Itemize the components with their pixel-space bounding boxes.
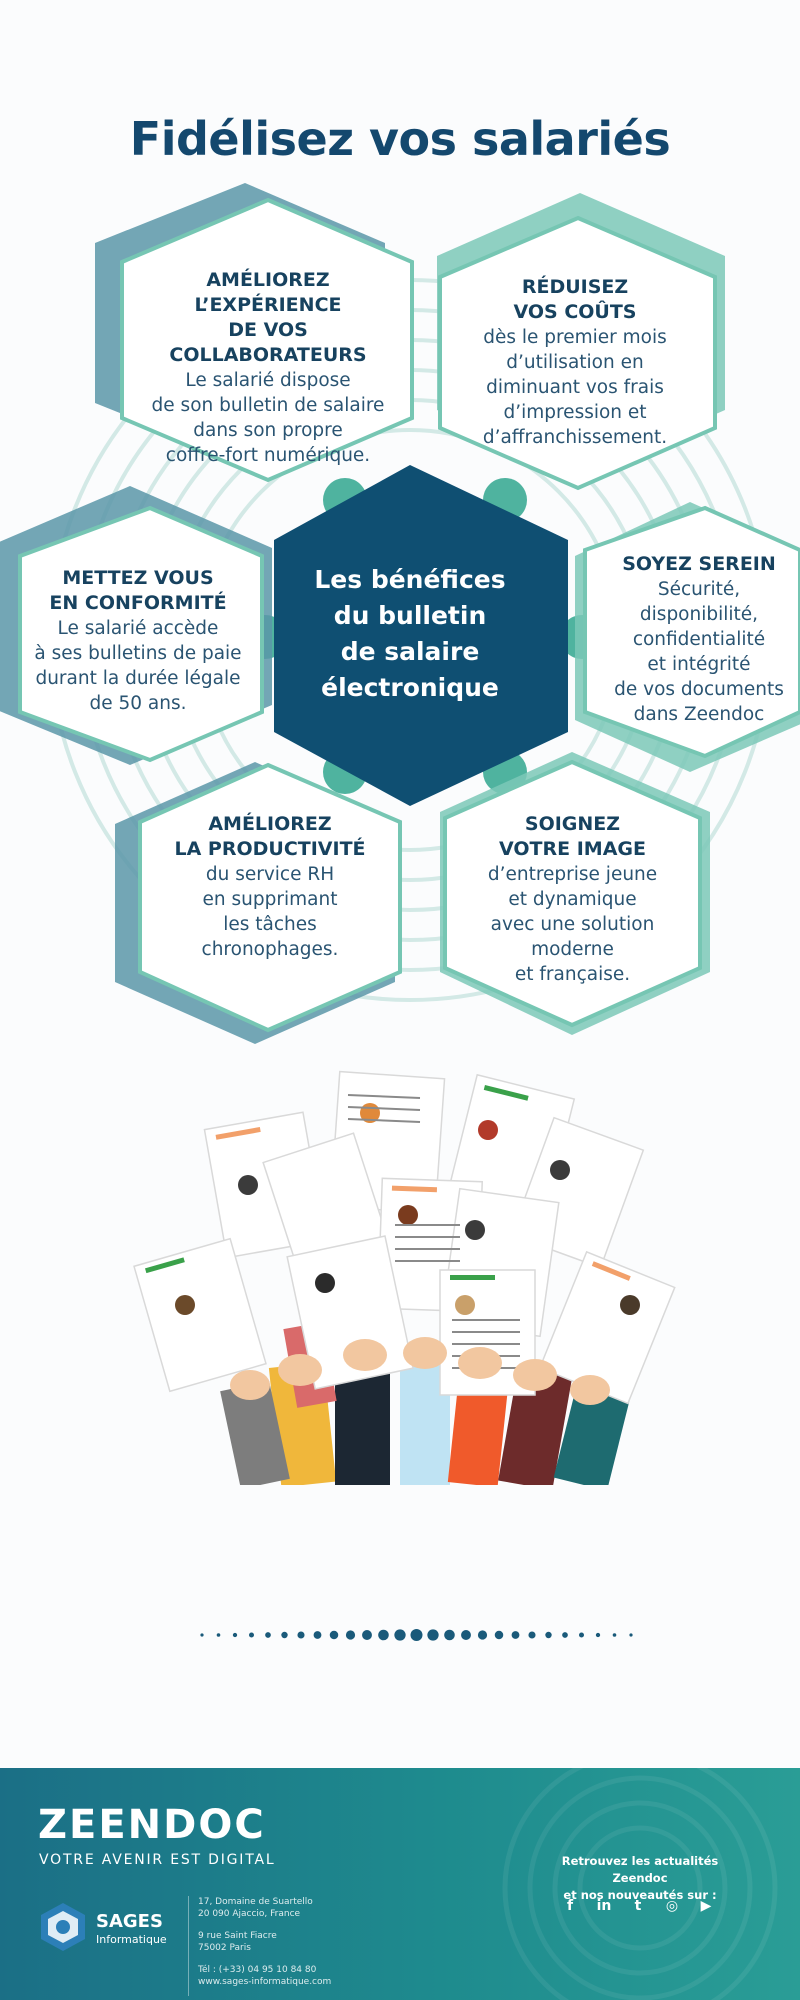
twitter-icon[interactable]: t (634, 1898, 642, 1914)
youtube-icon[interactable]: ▶ (700, 1898, 712, 1914)
facebook-icon[interactable]: f (566, 1898, 574, 1914)
benefit-compliance: METTEZ VOUS EN CONFORMITÉ Le salarié acc… (34, 567, 242, 714)
separator-dot (297, 1631, 305, 1639)
separator-dot (629, 1633, 633, 1637)
zeendoc-logo[interactable]: ZEENDOC (38, 1802, 266, 1848)
sages-subtitle: Informatique (96, 1933, 167, 1946)
separator-dot (394, 1629, 406, 1641)
payslips-illustration (133, 1070, 676, 1485)
separator-dot (545, 1631, 552, 1639)
hands (230, 1337, 610, 1405)
separator-dot (216, 1633, 221, 1637)
separator-dot (200, 1633, 204, 1637)
benefits-diagram (0, 183, 800, 1044)
benefit-image: SOIGNEZ VOTRE IMAGE d’entreprise jeune e… (487, 813, 658, 985)
hexagon-mid-right (575, 502, 800, 772)
footer-divider (188, 1896, 189, 1996)
separator-dot (362, 1630, 372, 1640)
payslip-accents (145, 1085, 631, 1281)
separator-dot (427, 1629, 439, 1641)
separator-dot (562, 1632, 568, 1638)
separator-dot (461, 1630, 471, 1640)
sages-name: SAGES (96, 1911, 163, 1932)
benefit-experience: AMÉLIOREZ L’EXPÉRIENCE DE VOS COLLABORAT… (151, 269, 385, 466)
hexagon-center (274, 465, 568, 806)
separator-dot (579, 1632, 584, 1638)
separator-dot (595, 1632, 601, 1638)
separator-dot (511, 1631, 520, 1639)
separator-dot (281, 1631, 288, 1639)
hexagon-bottom-right (440, 752, 710, 1035)
benefit-costs: RÉDUISEZ VOS COÛTS dès le premier mois d… (482, 276, 668, 448)
separator-dot (329, 1630, 339, 1640)
hexagon-top-left (95, 183, 414, 483)
footer: ZEENDOC VOTRE AVENIR EST DIGITAL SAGES I… (0, 1768, 800, 2000)
separator-dot (612, 1633, 617, 1637)
footer-rings (502, 1768, 778, 2000)
dot-separator (200, 1629, 633, 1641)
separator-dot (494, 1630, 504, 1640)
hexagon-bottom-left (115, 762, 402, 1044)
separator-dot (249, 1632, 254, 1638)
linkedin-icon[interactable]: in (596, 1898, 612, 1914)
separator-dot (232, 1632, 238, 1638)
page-title: Fidélisez vos salariés (129, 112, 671, 166)
separator-dot (444, 1629, 455, 1641)
tagline: VOTRE AVENIR EST DIGITAL (39, 1852, 276, 1868)
separator-dot (313, 1631, 322, 1639)
sages-logo-icon (41, 1903, 85, 1951)
social-links: f in t ◎ ▶ (560, 1896, 716, 1916)
hexagon-mid-left (0, 486, 272, 765)
separator-dot (410, 1629, 423, 1641)
website-link[interactable]: www.sages-informatique.com (198, 1977, 332, 1987)
payslip-avatars (175, 1103, 640, 1315)
hexagon-top-right (437, 193, 725, 491)
center-label: Les bénéfices du bulletin de salaire éle… (314, 565, 506, 702)
separator-dot (528, 1631, 536, 1639)
separator-dot (265, 1632, 271, 1638)
benefit-security: SOYEZ SEREIN Sécurité, disponibilité, co… (614, 553, 784, 725)
benefit-productivity: AMÉLIOREZ LA PRODUCTIVITÉ du service RH … (174, 813, 366, 960)
instagram-icon[interactable]: ◎ (665, 1898, 679, 1914)
separator-dot (477, 1630, 488, 1640)
separator-dot (345, 1630, 356, 1640)
separator-dot (378, 1629, 389, 1641)
